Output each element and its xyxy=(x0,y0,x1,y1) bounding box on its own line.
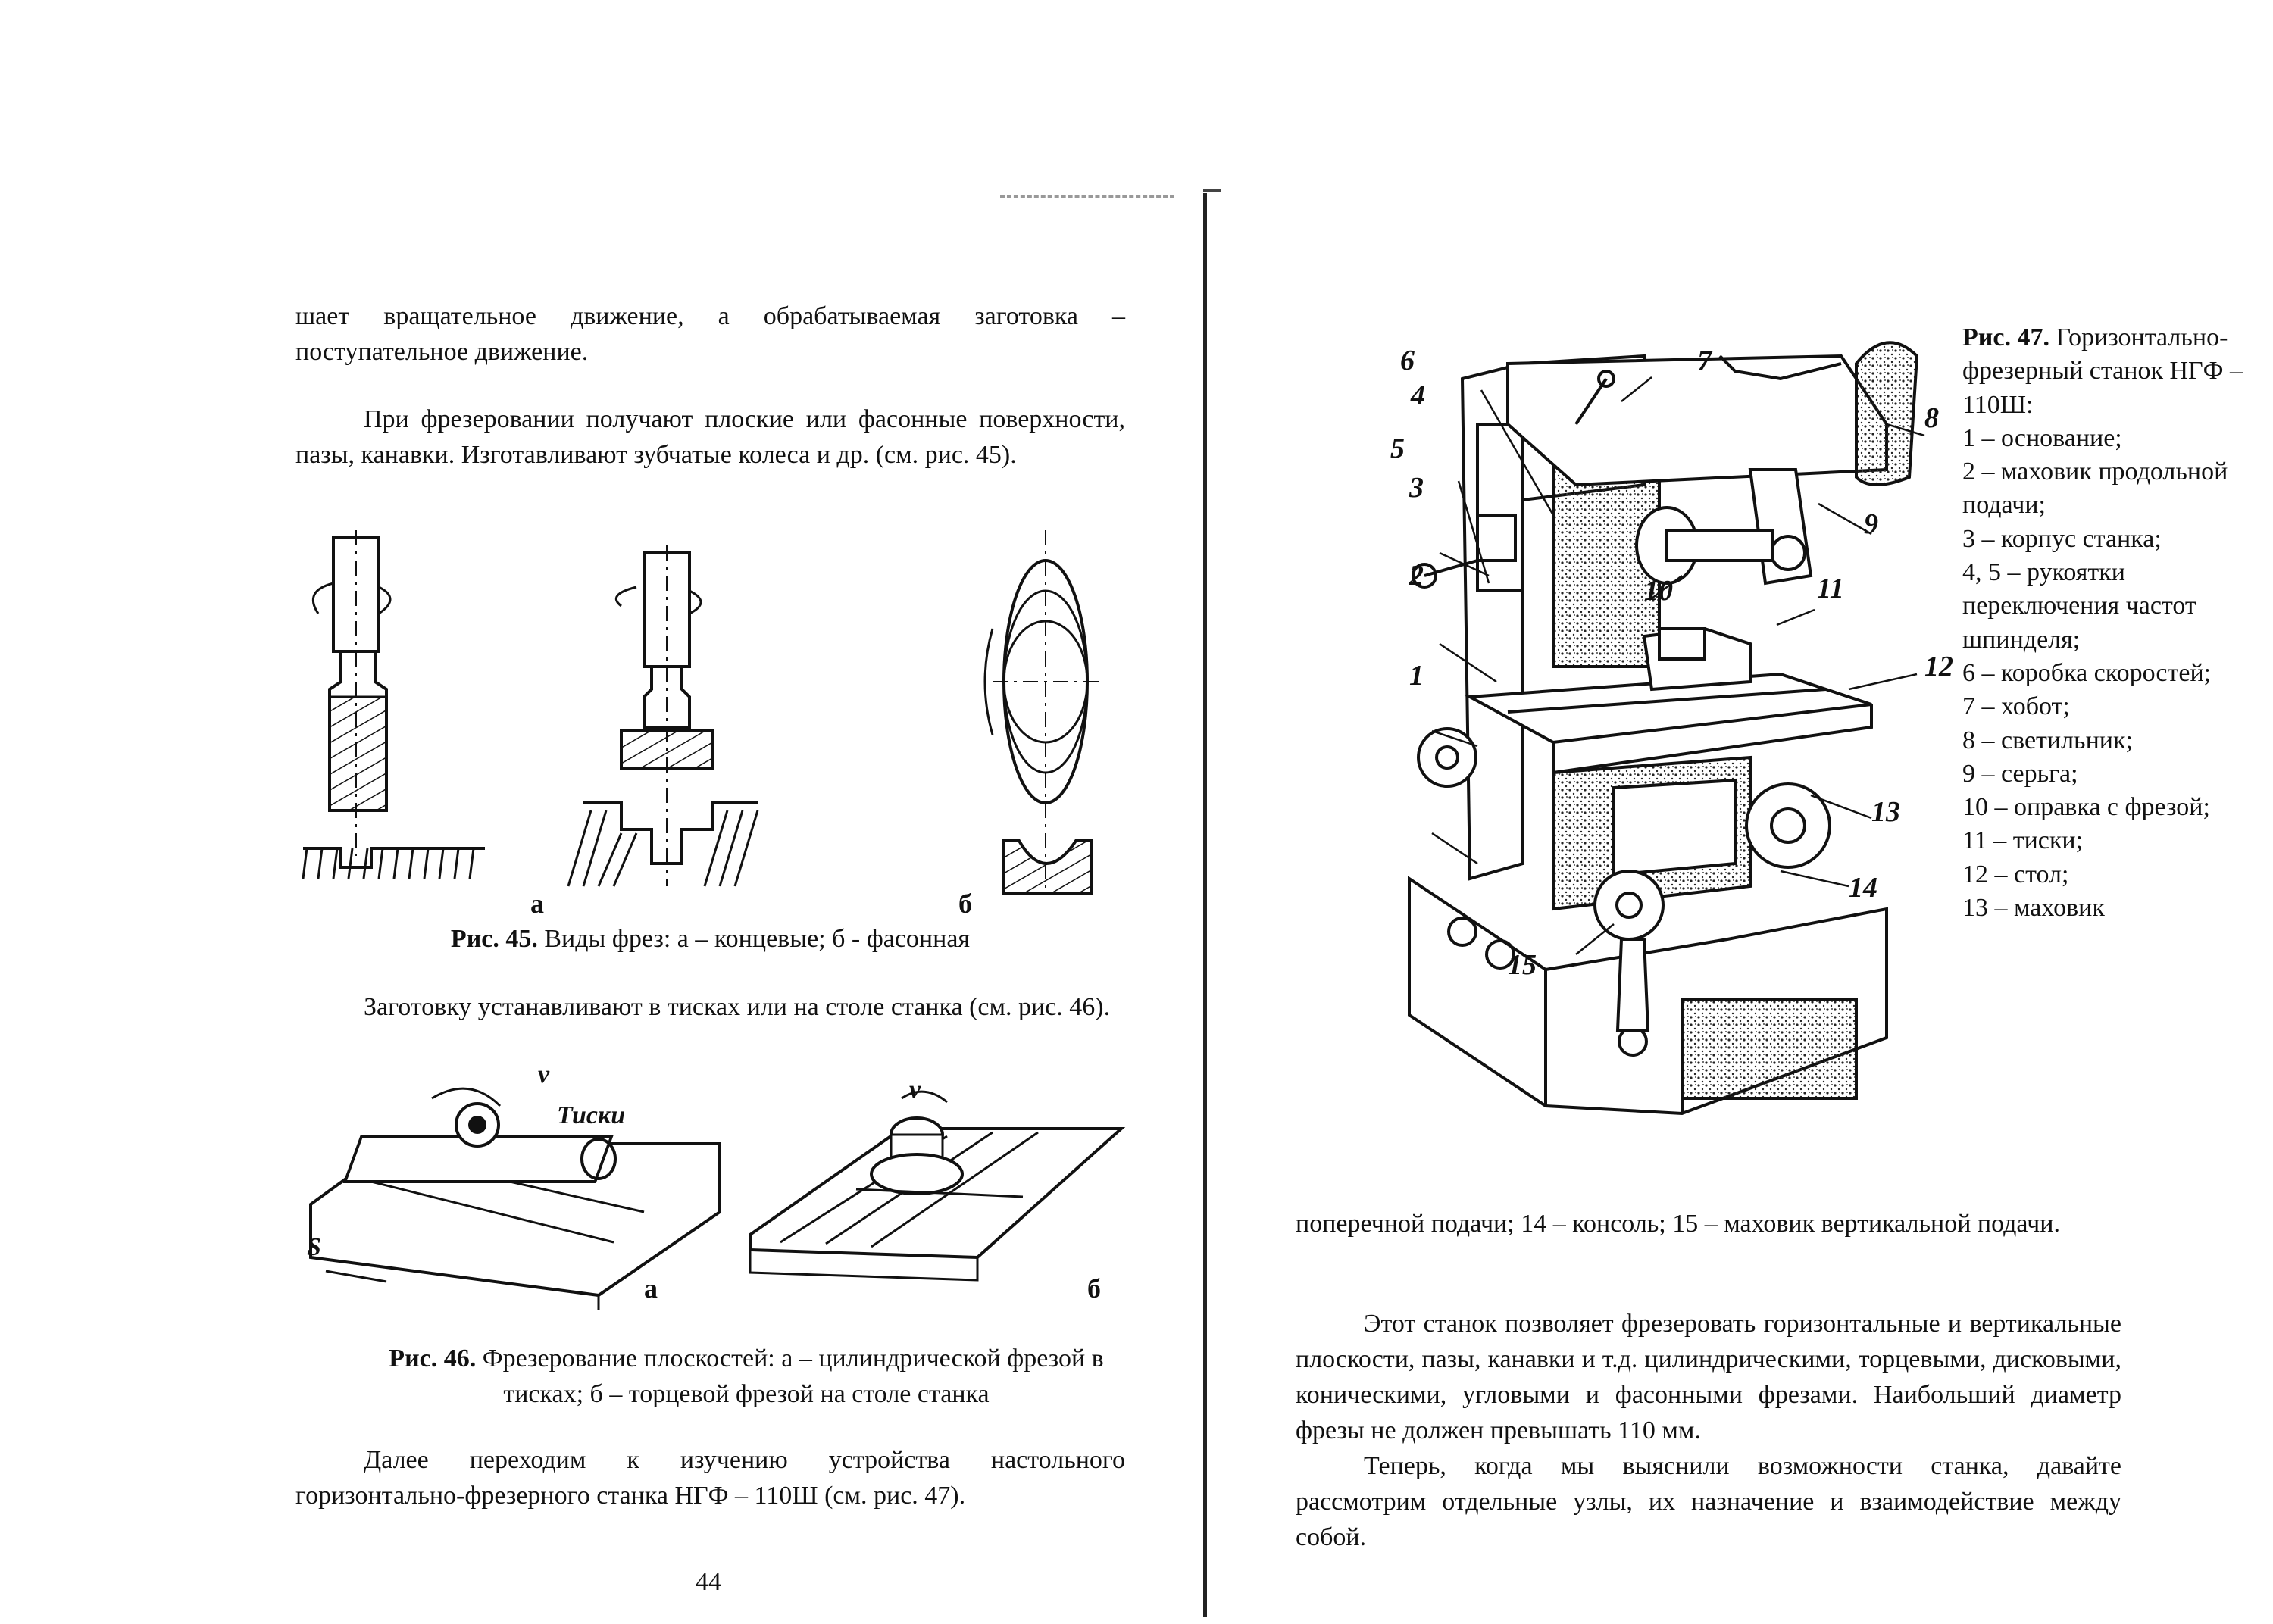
face-mill-table xyxy=(749,1090,1126,1282)
callout-4: 4 xyxy=(1411,379,1425,411)
fig46-caption-lead: Рис. 46. xyxy=(389,1344,477,1373)
legend-item: 8 – светильник; xyxy=(1962,726,2133,754)
fig47-illustration xyxy=(1408,341,1925,1116)
page-number: 44 xyxy=(696,1568,721,1596)
scan-dash xyxy=(1000,195,1174,198)
spine-tick xyxy=(1203,189,1221,192)
machine-drawing xyxy=(1408,341,1925,1116)
fig47-caption-lead: Рис. 47. xyxy=(1962,323,2049,351)
legend-item: 3 – корпус станка; xyxy=(1962,524,2162,553)
fig45-caption-text: Виды фрез: а – концевые; б - фасонная xyxy=(537,925,971,953)
callout-2: 2 xyxy=(1409,560,1424,592)
callout-7: 7 xyxy=(1697,345,1712,377)
fig47-caption: Рис. 47. Горизонтально-фрезерный станок … xyxy=(1962,321,2265,422)
callout-3: 3 xyxy=(1409,472,1424,504)
fig46-caption-text: Фрезерование плоскостей: а – цилиндричес… xyxy=(476,1344,1104,1408)
right-para-1: Этот станок позволяет фрезеровать горизо… xyxy=(1296,1310,2121,1444)
legend-item: 12 – стол; xyxy=(1962,860,2069,889)
left-para-1: шает вращательное движение, а обрабатыва… xyxy=(295,302,1125,366)
left-para-2: При фрезеровании получают плоские или фа… xyxy=(295,405,1125,469)
left-para-4: Далее переходим к изучению устройства на… xyxy=(295,1446,1125,1510)
fig47-continuation: поперечной подачи; 14 – консоль; 15 – ма… xyxy=(1296,1210,2060,1238)
fig46-label-b: б xyxy=(1087,1273,1101,1304)
vise-table xyxy=(309,1087,721,1310)
legend-item: 4, 5 – рукоятки переключения частот шпин… xyxy=(1962,558,2196,654)
fig46-label-v1: v xyxy=(538,1060,550,1088)
callout-14: 14 xyxy=(1849,872,1877,904)
right-page: 1 2 3 4 5 6 7 8 9 10 11 12 13 14 15 Рис.… xyxy=(1205,0,2273,1624)
legend-item: 6 – коробка скоростей; xyxy=(1962,658,2212,687)
fig46-label-a: а xyxy=(644,1273,658,1304)
legend-item: 11 – тиски; xyxy=(1962,826,2084,855)
legend-item: 1 – основание; xyxy=(1962,423,2122,452)
callout-6: 6 xyxy=(1400,345,1415,376)
fig46-label-vise: Тиски xyxy=(557,1101,626,1129)
fig45-caption: Рис. 45. Виды фрез: а – концевые; б - фа… xyxy=(295,921,1125,957)
fig46-caption: Рис. 46. Фрезерование плоскостей: а – ци… xyxy=(364,1341,1129,1412)
end-mill-2 xyxy=(567,545,759,887)
fig45-label-a: а xyxy=(530,889,544,919)
callout-15: 15 xyxy=(1508,949,1537,981)
fig45-label-b: б xyxy=(958,889,972,919)
book-spine xyxy=(1203,193,1207,1617)
fig45-caption-lead: Рис. 45. xyxy=(450,925,538,953)
legend-item: 10 – оправка с фрезой; xyxy=(1962,793,2210,822)
end-mill-1 xyxy=(302,530,485,879)
fig47-legend: Рис. 47. Горизонтально-фрезерный станок … xyxy=(1962,321,2265,925)
callout-8: 8 xyxy=(1924,402,1939,434)
fig45-illustration xyxy=(302,530,1102,895)
callout-10: 10 xyxy=(1644,575,1673,607)
legend-item: 2 – маховик продольной подачи; xyxy=(1962,458,2228,520)
fig46-illustration xyxy=(309,1087,1126,1310)
callout-11: 11 xyxy=(1817,573,1844,604)
callout-12: 12 xyxy=(1924,651,1953,682)
callout-1: 1 xyxy=(1409,660,1424,692)
callout-13: 13 xyxy=(1871,796,1900,828)
fig46-label-s: S xyxy=(307,1233,321,1261)
left-page: шает вращательное движение, а обрабатыва… xyxy=(295,302,1129,1596)
fig47-caption-title: Горизонтально-фрезерный станок НГФ – 110… xyxy=(1962,323,2243,419)
left-para-3: Заготовку устанавливают в тисках или на … xyxy=(364,993,1111,1021)
legend-item: 9 – серьга; xyxy=(1962,759,2078,788)
legend-item: 7 – хобот; xyxy=(1962,692,2070,721)
form-cutter xyxy=(983,530,1102,895)
fig46-label-v2: v xyxy=(909,1076,921,1104)
callout-5: 5 xyxy=(1390,433,1405,464)
right-para-2: Теперь, когда мы выяснили возможности ст… xyxy=(1296,1452,2121,1551)
legend-item: 13 – маховик xyxy=(1962,894,2105,923)
callout-9: 9 xyxy=(1864,508,1878,540)
